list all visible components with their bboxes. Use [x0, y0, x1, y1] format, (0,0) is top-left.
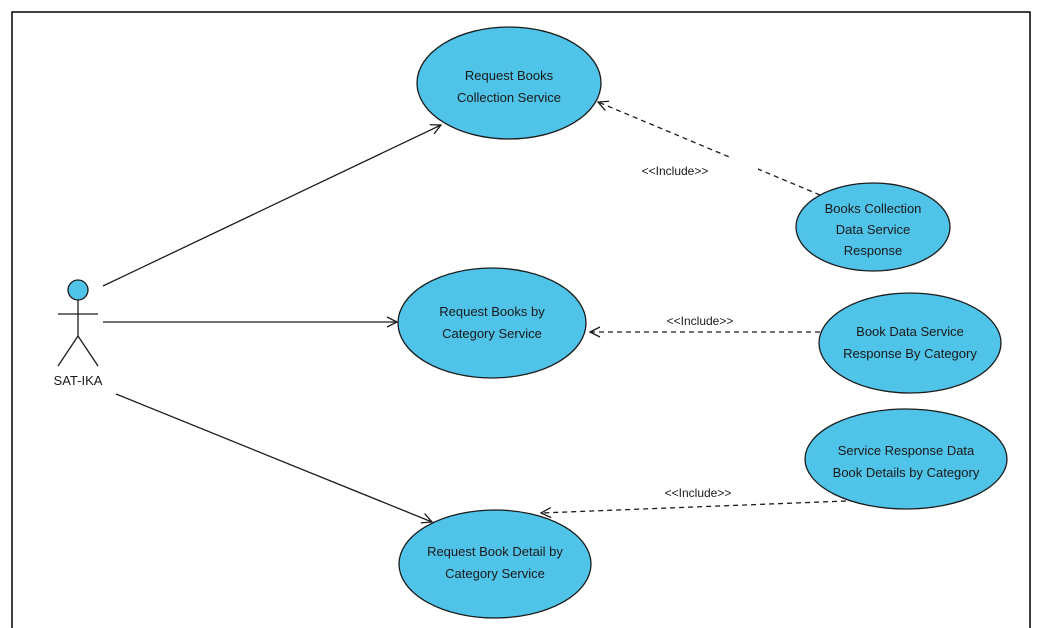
use-case-request-books-collection[interactable]: Request Books Collection Service [416, 26, 602, 140]
diagram-frame [11, 11, 1031, 628]
association-line-detail [115, 393, 432, 522]
include-label-gap [732, 156, 758, 170]
use-case-label-line-2: Response By Category [843, 346, 977, 361]
use-case-label-line-1: Books Collection [825, 201, 922, 216]
include-label-2: <<Include>> [667, 314, 734, 328]
use-case-request-book-detail-by-category[interactable]: Request Book Detail by Category Service [398, 509, 592, 619]
use-case-label-line-1: Book Data Service [856, 324, 964, 339]
use-case-label-line-3: Response [844, 243, 903, 258]
use-case-books-collection-response[interactable]: Books Collection Data Service Response [795, 182, 951, 272]
use-case-label-line-1: Request Books by [439, 304, 545, 319]
actor-label: SAT-IKA [54, 373, 103, 388]
use-case-label-line-2: Category Service [445, 566, 545, 581]
include-label-3: <<Include>> [665, 486, 732, 500]
use-case-book-data-response-by-category[interactable]: Book Data Service Response By Category [818, 292, 1002, 394]
include-line-collection [598, 102, 821, 196]
use-case-label-line-2: Collection Service [457, 90, 561, 105]
include-label-1: <<Include>> [642, 164, 709, 178]
use-case-request-books-by-category[interactable]: Request Books by Category Service [397, 267, 587, 379]
use-case-label-line-2: Data Service [836, 222, 910, 237]
use-case-label-line-2: Category Service [442, 326, 542, 341]
use-case-label-line-1: Request Book Detail by [427, 544, 563, 559]
stick-figure-icon [57, 279, 99, 367]
use-case-label-line-1: Service Response Data [838, 443, 975, 458]
use-case-label-line-1: Request Books [465, 68, 554, 83]
use-case-service-response-book-details[interactable]: Service Response Data Book Details by Ca… [804, 408, 1008, 510]
use-case-label-line-2: Book Details by Category [833, 465, 980, 480]
association-line-collection [102, 125, 441, 287]
include-line-detail [541, 500, 847, 513]
